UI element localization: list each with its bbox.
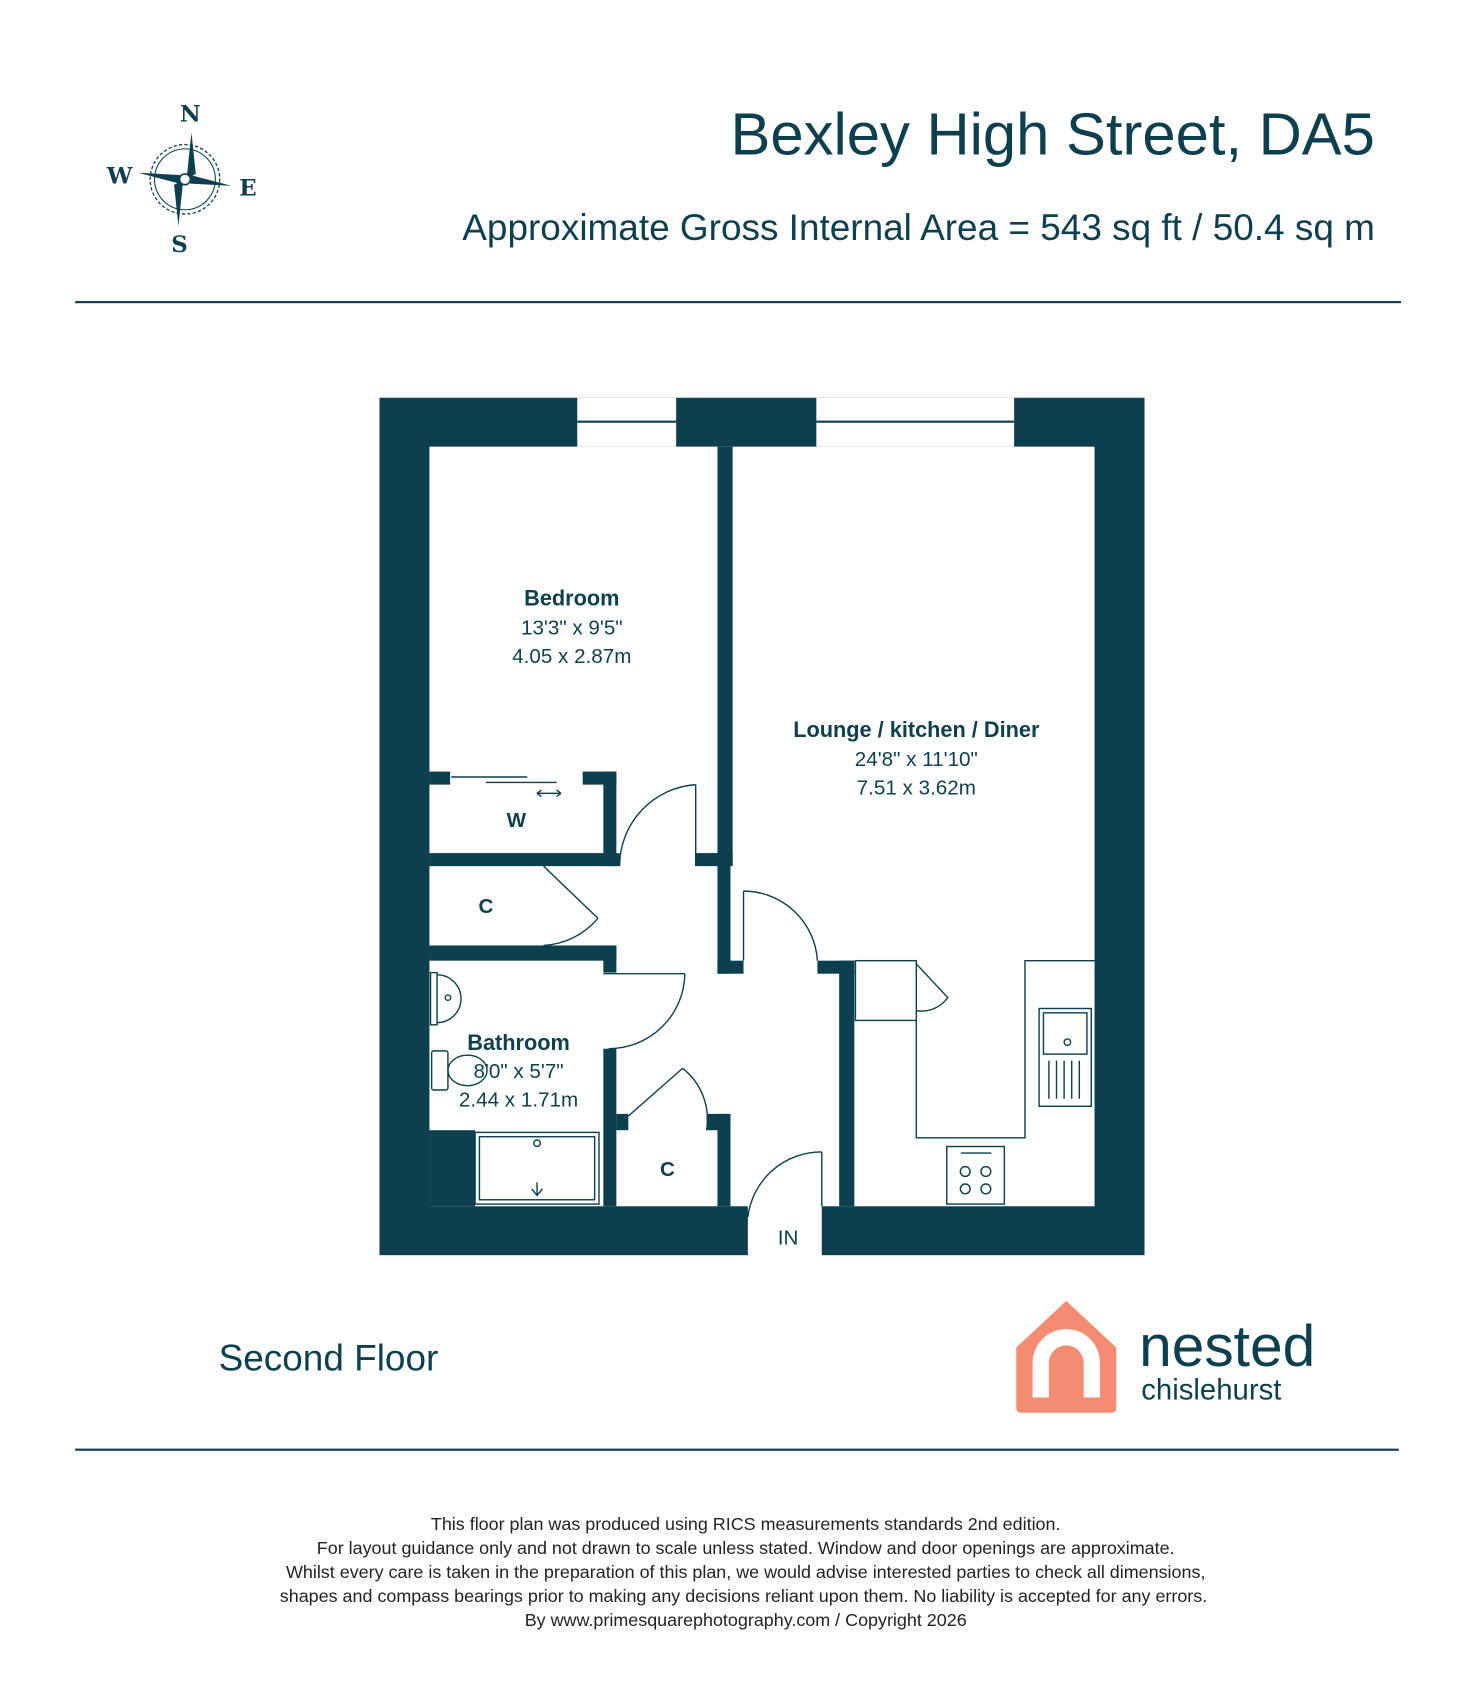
- hob-icon: [946, 1145, 1006, 1205]
- kitchen-units: [854, 959, 1095, 1139]
- toilet-icon: [430, 1050, 488, 1091]
- logo-location: chislehurst: [1141, 1374, 1281, 1407]
- door-entrance: [747, 1151, 823, 1218]
- compass-icon: N S W E: [106, 102, 257, 258]
- room-name-lounge: Lounge / kitchen / Diner: [793, 717, 1040, 742]
- disclaimer: This floor plan was produced using RICS …: [280, 1514, 1207, 1630]
- window: [577, 397, 677, 447]
- compass-north: N: [180, 102, 201, 128]
- room-name-bedroom: Bedroom: [524, 585, 619, 610]
- disclaimer-line: Whilst every care is taken in the prepar…: [286, 1562, 1205, 1582]
- sliding-door-icon: [451, 776, 562, 798]
- disclaimer-line: shapes and compass bearings prior to mak…: [280, 1586, 1207, 1606]
- compass-south: S: [171, 232, 187, 258]
- sink-icon: [429, 971, 462, 1026]
- compass-west: W: [106, 164, 133, 190]
- page-title: Bexley High Street, DA5: [730, 100, 1374, 167]
- door-bathroom: [603, 973, 686, 1050]
- room-size-metric: 2.44 x 1.71m: [459, 1088, 578, 1111]
- room-name-bathroom: Bathroom: [467, 1030, 570, 1055]
- disclaimer-line: For layout guidance only and not drawn t…: [317, 1538, 1175, 1558]
- compass-east: E: [239, 176, 256, 202]
- window: [816, 397, 1015, 447]
- door-bedroom: [618, 783, 697, 867]
- room-name-wardrobe: W: [507, 809, 527, 832]
- kitchen-sink-icon: [1038, 1007, 1092, 1108]
- floor-label: Second Floor: [219, 1337, 439, 1378]
- door-cupboard-2: [627, 1067, 709, 1131]
- header-divider: [75, 301, 1401, 304]
- room-name-cupboard: C: [660, 1158, 675, 1181]
- entrance-label: IN: [778, 1226, 799, 1249]
- room-name-cupboard: C: [479, 895, 494, 918]
- copyright-line: By www.primesquarephotography.com / Copy…: [525, 1610, 967, 1630]
- footer-divider: [75, 1448, 1399, 1451]
- room-size-imperial: 13'3" x 9'5": [521, 617, 623, 640]
- door-lounge: [742, 890, 819, 961]
- nested-logo: nested chislehurst: [1016, 1300, 1315, 1413]
- door-cupboard: [543, 865, 599, 947]
- gross-area: Approximate Gross Internal Area = 543 sq…: [462, 207, 1375, 248]
- room-size-imperial: 24'8" x 11'10": [855, 748, 978, 771]
- logo-name: nested: [1139, 1314, 1315, 1379]
- room-size-metric: 7.51 x 3.62m: [857, 776, 976, 799]
- floor-plan: Bedroom 13'3" x 9'5" 4.05 x 2.87m Lounge…: [379, 397, 1145, 1257]
- room-size-metric: 4.05 x 2.87m: [512, 645, 631, 668]
- room-size-imperial: 8'0" x 5'7": [473, 1060, 563, 1083]
- disclaimer-line: This floor plan was produced using RICS …: [431, 1514, 1061, 1534]
- shower-icon: [474, 1131, 600, 1205]
- entrance-opening: [747, 1205, 822, 1257]
